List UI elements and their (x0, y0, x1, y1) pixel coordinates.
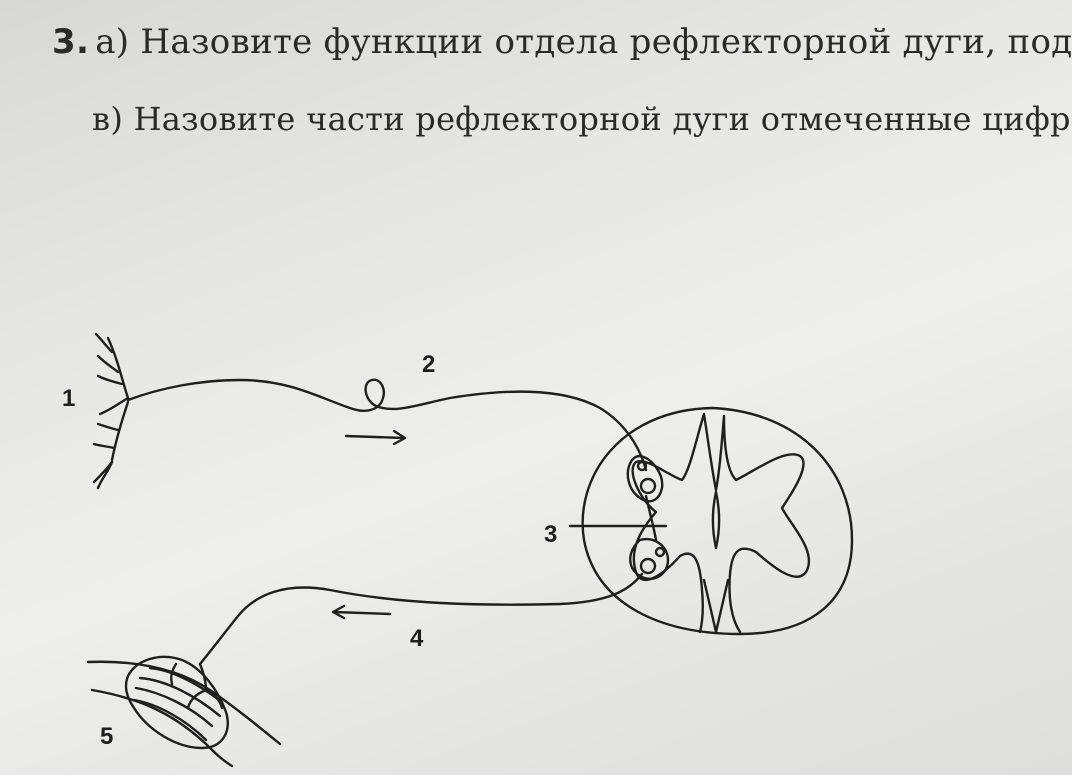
label-1: 1 (62, 385, 75, 412)
spinal-cord-section (581, 406, 854, 636)
label-2: 2 (422, 351, 435, 378)
question-number: 3. (52, 22, 90, 62)
question-part-a: 3.а) Назовите функции отдела рефлекторно… (52, 22, 1072, 62)
interneuron (568, 454, 670, 581)
arrow-efferent (331, 604, 392, 620)
receptor-endings (92, 332, 130, 490)
label-3: 3 (544, 521, 557, 548)
label-5: 5 (100, 723, 113, 750)
question-part-b: в) Назовите части рефлекторной дуги отме… (92, 100, 1072, 138)
label-4: 4 (410, 625, 424, 652)
motor-neuron (198, 572, 644, 666)
sensory-neuron (126, 378, 648, 472)
arrow-afferent (344, 429, 407, 446)
question-a-text: а) Назовите функции отдела рефлекторной … (95, 22, 1072, 62)
effector-muscle (86, 655, 282, 768)
